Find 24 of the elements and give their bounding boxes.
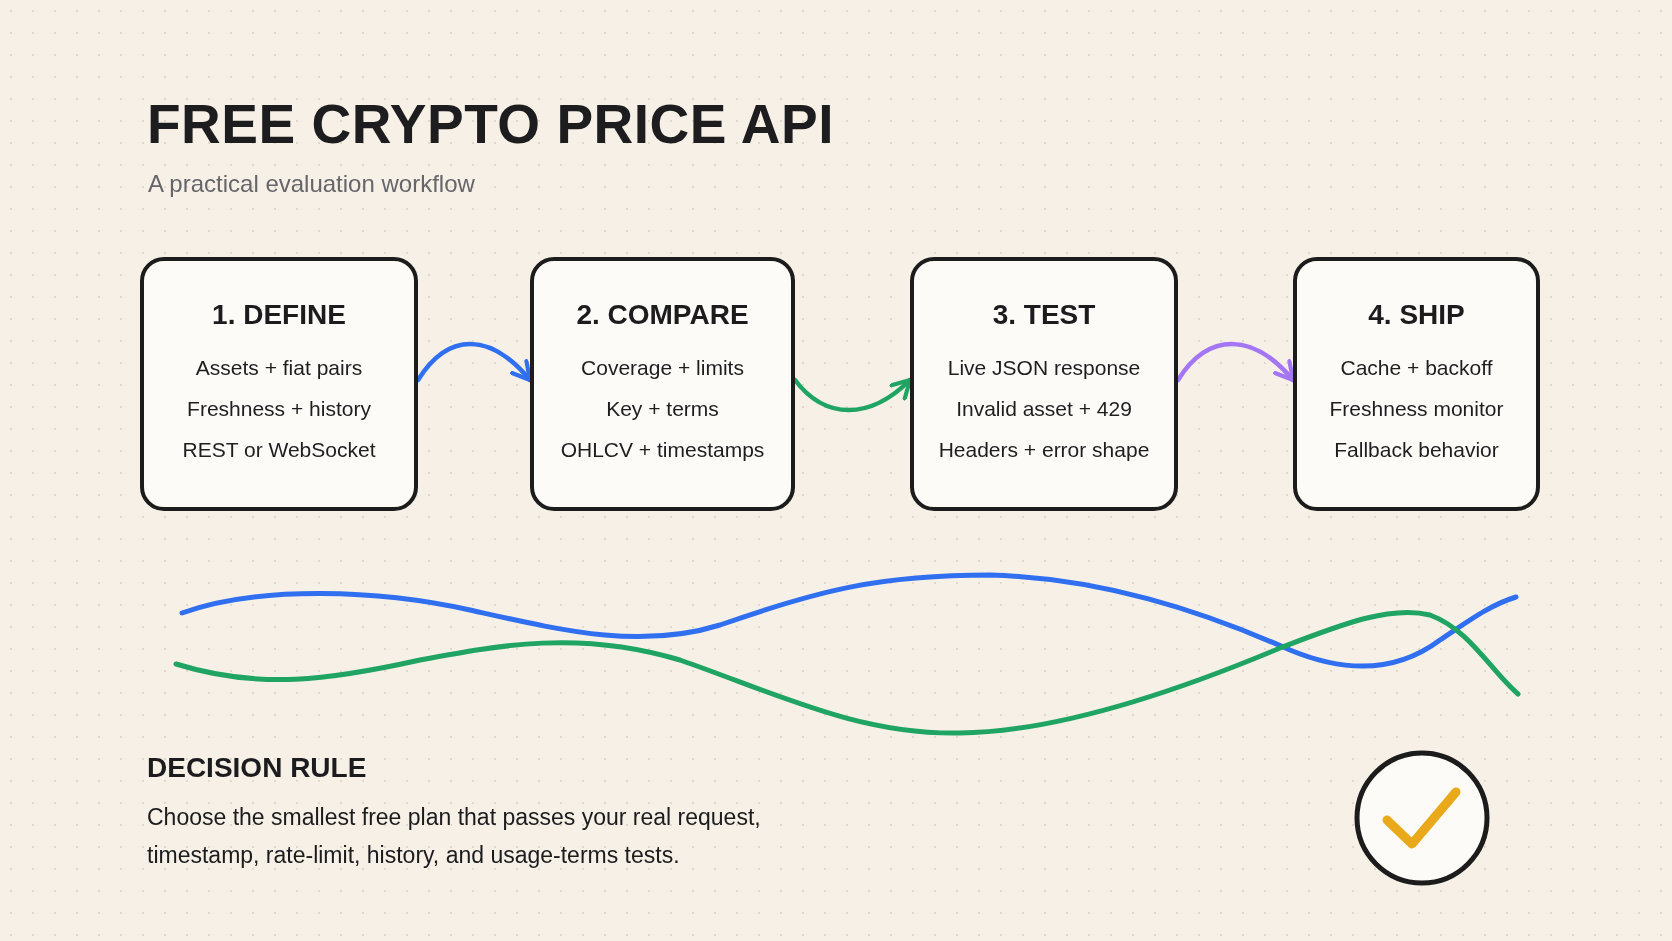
step-item: Freshness monitor <box>1329 396 1504 422</box>
title: FREE CRYPTO PRICE API <box>147 92 834 156</box>
step-box <box>910 257 1178 511</box>
step-box <box>140 257 418 511</box>
step-item: Invalid asset + 429 <box>956 396 1132 422</box>
step-heading: 3. TEST <box>992 298 1096 332</box>
section-heading: DECISION RULE <box>147 752 367 784</box>
step-box <box>530 257 795 511</box>
step-item: Headers + error shape <box>938 437 1150 463</box>
step-item: Assets + fiat pairs <box>195 355 363 381</box>
step-item: Freshness + history <box>187 396 371 422</box>
rule-text: Choose the smallest free plan that passes your real request, timestamp, rate-limit, history, and usage-terms tests. <box>147 803 762 870</box>
step-item: Coverage + limits <box>581 355 744 381</box>
subtitle: A practical evaluation workflow <box>148 170 475 198</box>
step-heading: 1. DEFINE <box>212 298 346 332</box>
step-item: Key + terms <box>606 396 719 422</box>
step-heading: 2. COMPARE <box>576 298 749 332</box>
step-item: Fallback behavior <box>1334 437 1499 463</box>
step-item: Cache + backoff <box>1340 355 1493 381</box>
step-item: REST or WebSocket <box>182 437 376 463</box>
step-heading: 4. SHIP <box>1368 298 1465 332</box>
step-item: Live JSON response <box>947 355 1141 381</box>
step-box <box>1293 257 1540 511</box>
step-item: OHLCV + timestamps <box>560 437 765 463</box>
